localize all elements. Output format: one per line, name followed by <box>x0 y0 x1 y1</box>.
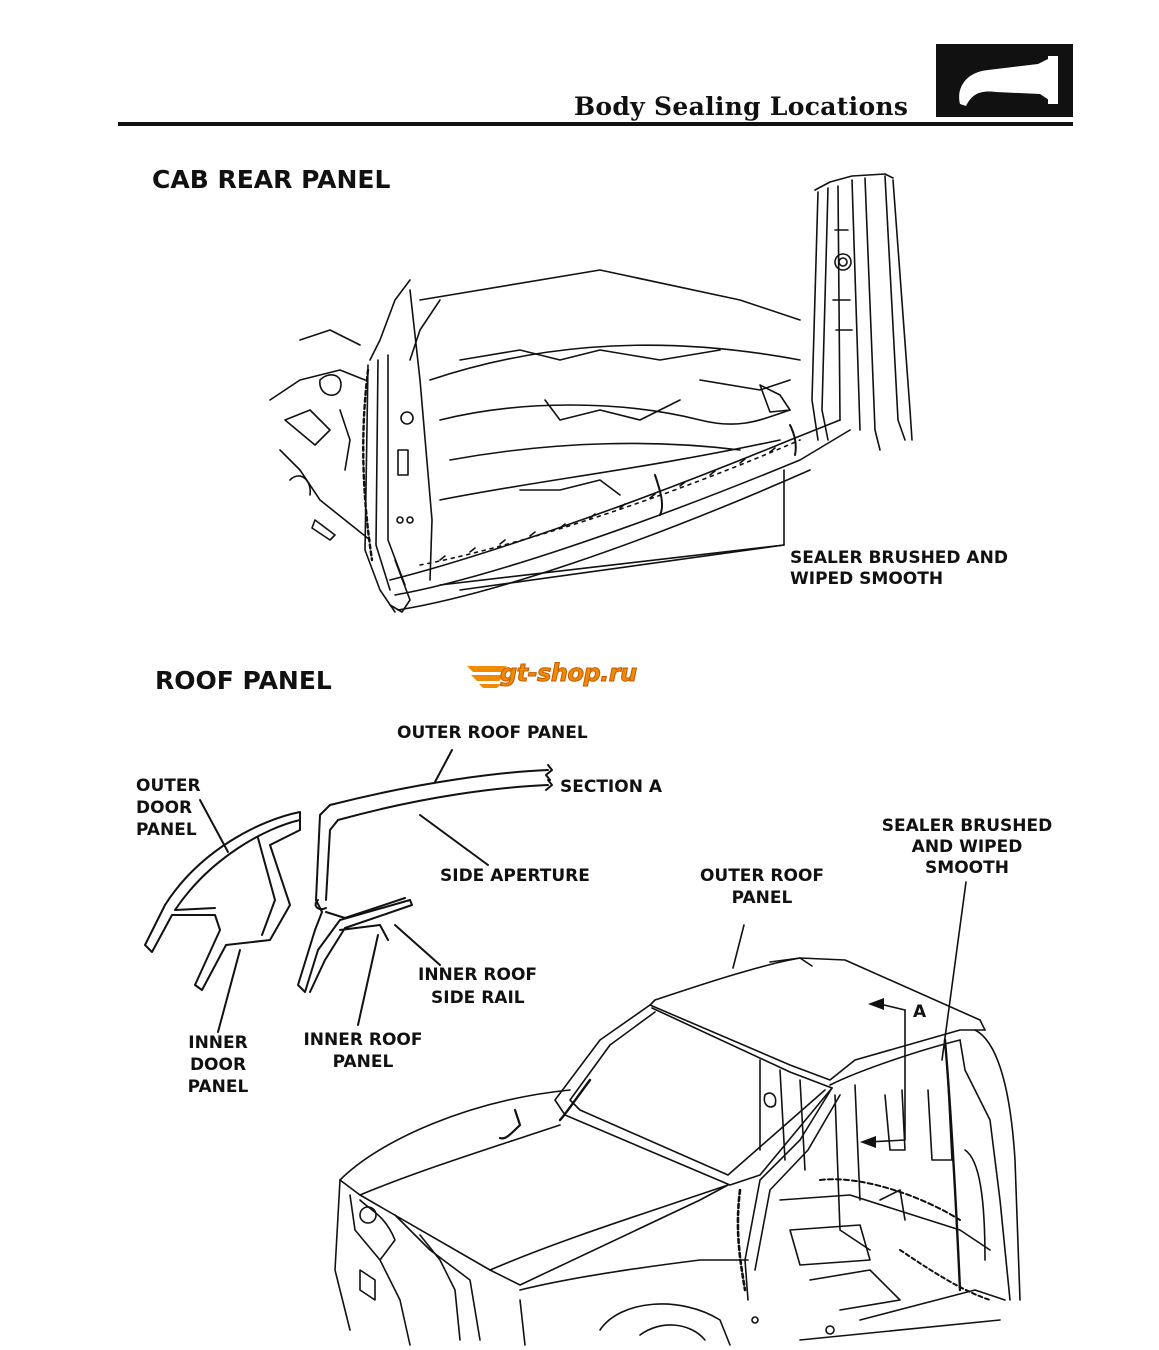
label-inner-door-panel-3: PANEL <box>187 1077 249 1097</box>
label-inner-roof-side-rail-2: SIDE RAIL <box>431 988 525 1008</box>
label-inner-roof-panel-1: INNER ROOF <box>303 1030 423 1050</box>
label-outer-door-panel-3: PANEL <box>136 820 197 840</box>
watermark-logo <box>467 666 507 688</box>
label-inner-roof-panel-2: PANEL <box>332 1052 394 1072</box>
sealant-tube-icon <box>959 56 1058 106</box>
label-sealer-1: SEALER BRUSHED <box>881 816 1053 836</box>
label-sealer-2: AND WIPED <box>911 837 1023 857</box>
label-outer-roof-panel-top: OUTER ROOF PANEL <box>397 723 588 743</box>
label-inner-door-panel-2: DOOR <box>189 1055 247 1075</box>
label-outer-roof-panel-2: PANEL <box>731 888 793 908</box>
cab-sealer-callout-line1: SEALER BRUSHED AND <box>790 548 1008 568</box>
roof-panel-title: ROOF PANEL <box>155 666 332 695</box>
label-outer-roof-panel-1: OUTER ROOF <box>699 866 825 886</box>
label-section-a: SECTION A <box>560 777 663 797</box>
cab-sealer-callout-line2: WIPED SMOOTH <box>790 569 944 589</box>
header-divider <box>118 122 1073 126</box>
label-inner-roof-side-rail-1: INNER ROOF <box>418 965 538 985</box>
label-side-aperture: SIDE APERTURE <box>440 866 590 886</box>
page-header-title: Body Sealing Locations <box>574 92 909 121</box>
label-marker-a: A <box>913 1002 927 1022</box>
label-outer-door-panel-2: DOOR <box>136 798 193 818</box>
label-inner-door-panel-1: INNER <box>188 1033 248 1053</box>
section-tab-badge <box>936 44 1073 117</box>
cab-rear-panel-title: CAB REAR PANEL <box>152 165 391 194</box>
label-sealer-3: SMOOTH <box>925 858 1009 878</box>
label-outer-door-panel-1: OUTER <box>136 776 201 796</box>
watermark-text: gt-shop.ru <box>500 659 638 688</box>
